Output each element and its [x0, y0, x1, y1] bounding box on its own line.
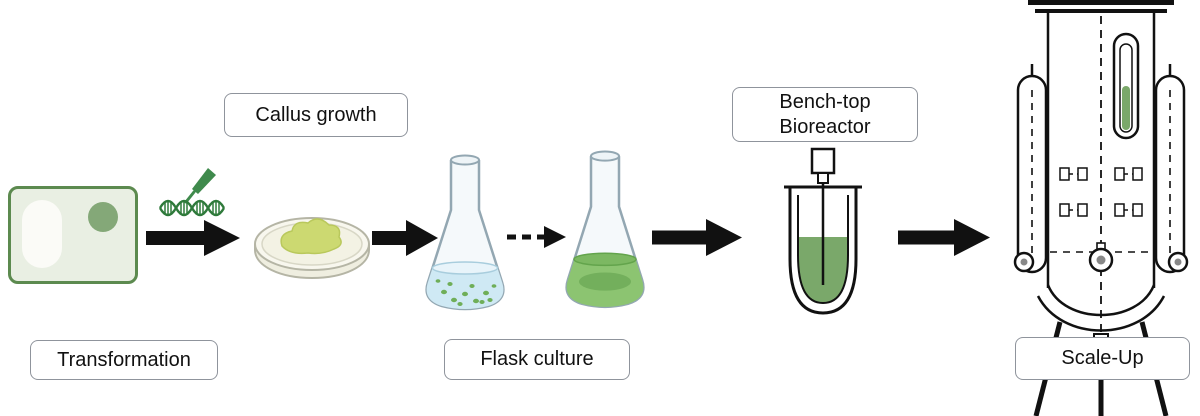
plate-streak-shape — [22, 200, 62, 268]
plate-colony-shape — [88, 202, 118, 232]
label-callus-growth: Callus growth — [224, 93, 408, 137]
flask-suspension-icon — [420, 152, 510, 320]
label-transformation-text: Transformation — [57, 348, 191, 371]
label-scale-up: Scale-Up — [1015, 337, 1190, 380]
label-flask-culture-text: Flask culture — [480, 348, 594, 370]
label-transformation: Transformation — [30, 340, 218, 380]
arrow-3-icon — [652, 219, 742, 256]
label-scale-up-text: Scale-Up — [1061, 347, 1144, 369]
dashed-arrow-icon — [506, 222, 566, 252]
dna-injection-icon — [156, 166, 236, 222]
arrow-2-icon — [372, 220, 438, 256]
arrow-1-icon — [146, 220, 240, 256]
petri-dish-icon — [252, 200, 372, 284]
flask-culture-icon — [560, 148, 650, 318]
label-benchtop-line2: Bioreactor — [779, 115, 871, 138]
arrow-4-icon — [898, 219, 990, 256]
label-flask-culture: Flask culture — [444, 339, 630, 380]
label-callus-growth-text: Callus growth — [255, 103, 377, 126]
label-benchtop-line1: Bench-top — [779, 90, 871, 113]
scaleup-bioreactor-icon — [1002, 0, 1200, 416]
transformation-plate-icon — [8, 186, 138, 284]
benchtop-bioreactor-icon — [774, 147, 872, 333]
label-benchtop-bioreactor: Bench-top Bioreactor — [732, 87, 918, 142]
